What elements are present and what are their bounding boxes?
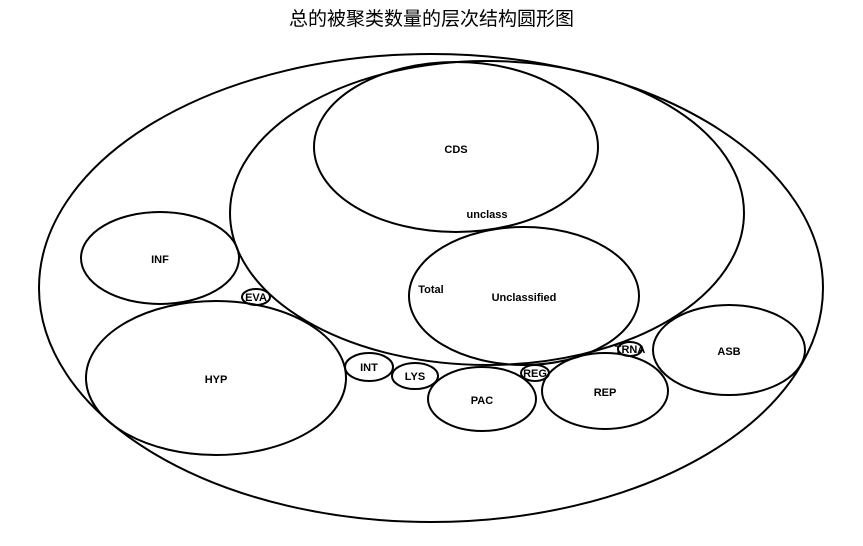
circle-int — [344, 352, 394, 382]
label-asb: ASB — [717, 346, 740, 358]
circle-pac — [427, 366, 537, 432]
label-inf: INF — [151, 254, 169, 266]
circle-unclass — [229, 60, 745, 366]
label-total: Total — [418, 284, 443, 296]
circle-hyp — [85, 300, 347, 456]
circle-inf — [80, 211, 240, 305]
circle-asb — [652, 304, 806, 396]
circle-cds — [313, 61, 599, 233]
label-trna: TRNA — [615, 344, 646, 356]
circle-total — [38, 53, 824, 523]
circle-unclassified — [408, 226, 640, 366]
circle-rep — [541, 352, 669, 430]
label-int: INT — [360, 362, 378, 374]
label-lys: LYS — [405, 371, 425, 383]
circle-trna — [617, 341, 643, 357]
label-hyp: HYP — [205, 374, 228, 386]
diagram-title: 总的被聚类数量的层次结构圆形图 — [288, 8, 574, 30]
circle-lys — [391, 362, 439, 390]
label-cds: CDS — [444, 144, 467, 156]
label-rep: REP — [594, 387, 617, 399]
label-pac: PAC — [471, 395, 493, 407]
label-unclassified: Unclassified — [492, 292, 557, 304]
label-eva: EVA — [245, 292, 267, 304]
label-reg: REG — [523, 368, 547, 380]
label-unclass: unclass — [467, 209, 508, 221]
